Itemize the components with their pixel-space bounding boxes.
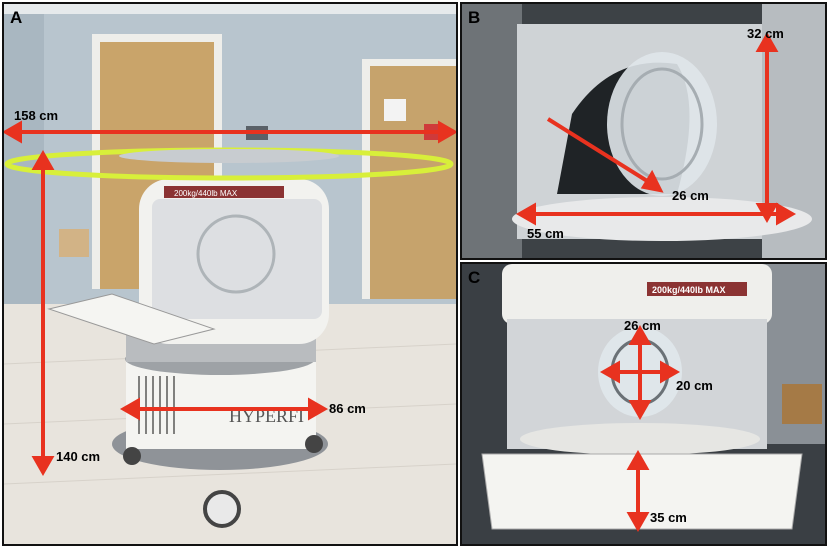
- table-height-measurement: 35 cm: [650, 510, 687, 525]
- coil-width-arrow-head-left: [599, 360, 620, 384]
- panel-c-front-view: 200kg/440lb MAX C 26 cm 20 cm 35 cm: [460, 262, 827, 546]
- mesh-left: [462, 4, 522, 258]
- bore-depth-measurement: 55 cm: [527, 226, 564, 241]
- base-measurement: 86 cm: [329, 401, 366, 416]
- weight-label-plate: [164, 186, 284, 198]
- bore-floor: [512, 197, 812, 241]
- base-arrow-head-right: [308, 397, 329, 421]
- panel-letter-a: A: [10, 8, 23, 27]
- weight-label: 200kg/440lb MAX: [174, 189, 238, 198]
- bore-depth-arrow-head-left: [515, 202, 536, 226]
- bore-opening: [152, 199, 322, 319]
- panel-c-photo: 200kg/440lb MAX: [462, 264, 825, 544]
- panel-b-photo: [462, 4, 825, 258]
- bore-depth-arrow-head-right: [776, 202, 797, 226]
- table-height-arrow-head-top: [626, 449, 650, 470]
- caster-right: [305, 435, 323, 453]
- coil-height-arrow-head-top: [628, 324, 652, 345]
- coil-height-arrow-head-bottom: [628, 400, 652, 421]
- width-arrow-head-right: [438, 120, 456, 144]
- panel-letter-b: B: [468, 8, 481, 27]
- weight-label-plate: [647, 282, 747, 296]
- panel-a-photo: HYPERFI 200kg/440lb MAX: [4, 4, 456, 544]
- caster-left: [123, 447, 141, 465]
- coil-diagonal-measurement: 26 cm: [672, 188, 709, 203]
- caster-front: [203, 490, 241, 528]
- panel-letter-c: C: [468, 268, 481, 287]
- height-arrow-head-bottom: [31, 456, 55, 477]
- head-coil: [607, 52, 717, 196]
- panel-b-bore-closeup: B 32 cm 26 cm 55 cm: [460, 2, 827, 260]
- right-door: [370, 66, 456, 299]
- weight-label: 200kg/440lb MAX: [652, 285, 726, 295]
- width-measurement: 158 cm: [14, 108, 59, 123]
- coil-diagonal-arrow-line: [546, 117, 654, 186]
- coil-width-arrow-head-right: [660, 360, 681, 384]
- coil-diagonal-arrow-head: [640, 169, 664, 193]
- coil-height-measurement: 20 cm: [676, 378, 713, 393]
- bore-height-arrow-head-top: [755, 31, 779, 52]
- base-arrow-head-left: [119, 397, 140, 421]
- height-measurement: 140 cm: [56, 449, 101, 464]
- head-coil: [196, 214, 276, 294]
- bore-height-measurement: 32 cm: [747, 26, 784, 41]
- patient-table: [481, 453, 803, 530]
- coil-width-measurement: 26 cm: [624, 318, 661, 333]
- width-arrow-head-left: [4, 120, 22, 144]
- magnet-top: [502, 264, 772, 324]
- panel-a-scanner-overview: HYPERFI 200kg/440lb MAX A 158 c: [2, 2, 458, 546]
- height-arrow-head-top: [31, 149, 55, 170]
- table-height-arrow-head-bottom: [626, 512, 650, 533]
- patient-table: [47, 293, 216, 345]
